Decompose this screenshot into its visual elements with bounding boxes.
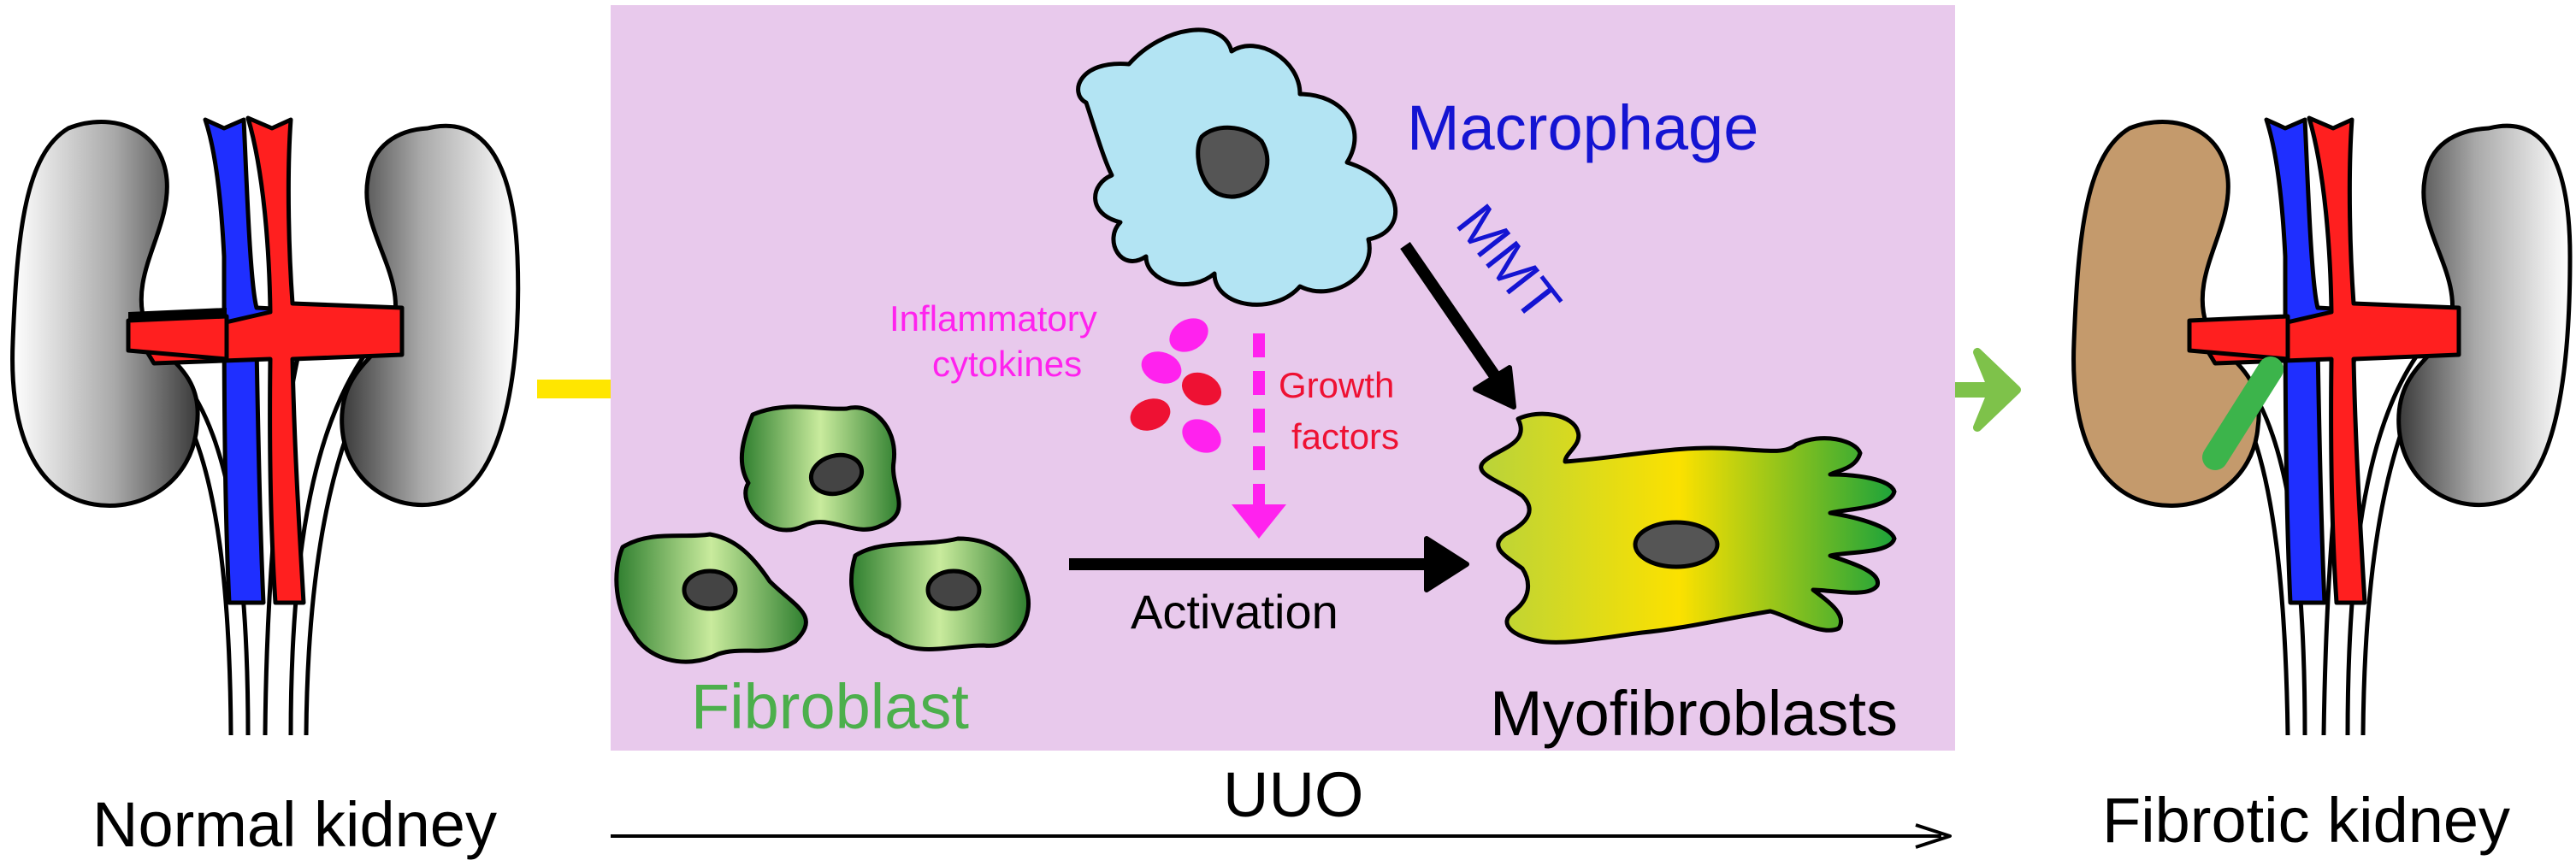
myofibroblast-nucleus xyxy=(1633,520,1720,569)
green-transition-arrow xyxy=(1955,348,2021,432)
fibroblast-label: Fibroblast xyxy=(691,671,969,742)
growth-factors-label-line1: Growth xyxy=(1279,365,1394,405)
yellow-transition-bar xyxy=(537,380,611,398)
cytokine-cluster xyxy=(1130,318,1222,453)
artery-red xyxy=(139,115,405,605)
macrophage-label: Macrophage xyxy=(1407,92,1758,163)
left-kidney-shape xyxy=(10,120,200,508)
fibroblast-cells xyxy=(614,404,1031,664)
normal-kidney-illustration xyxy=(10,115,521,736)
right-kidney-shape xyxy=(340,123,521,508)
uuo-timeline-arrow xyxy=(611,823,1952,849)
vein-blue xyxy=(203,117,340,605)
growth-factors-label-line2: factors xyxy=(1291,416,1399,457)
activation-arrow xyxy=(1069,536,1469,592)
fibrotic-right-kidney-shape xyxy=(2396,123,2573,508)
fibrotic-kidney-illustration xyxy=(2071,115,2573,736)
macrophage-nucleus xyxy=(1196,125,1270,199)
fibrotic-left-kidney-shape xyxy=(2071,120,2261,508)
fibrotic-kidney-label: Fibrotic kidney xyxy=(2102,785,2510,856)
myofibroblasts-label: Myofibroblasts xyxy=(1490,678,1898,749)
mmt-arrow xyxy=(1400,242,1516,409)
dashed-arrow xyxy=(1232,333,1286,539)
normal-kidney-label: Normal kidney xyxy=(92,789,497,860)
inflammatory-cytokines-label-line1: Inflammatory xyxy=(889,298,1097,339)
inflammatory-cytokines-label-line2: cytokines xyxy=(932,344,1082,384)
uuo-label: UUO xyxy=(1223,759,1363,830)
activation-label: Activation xyxy=(1131,585,1338,639)
